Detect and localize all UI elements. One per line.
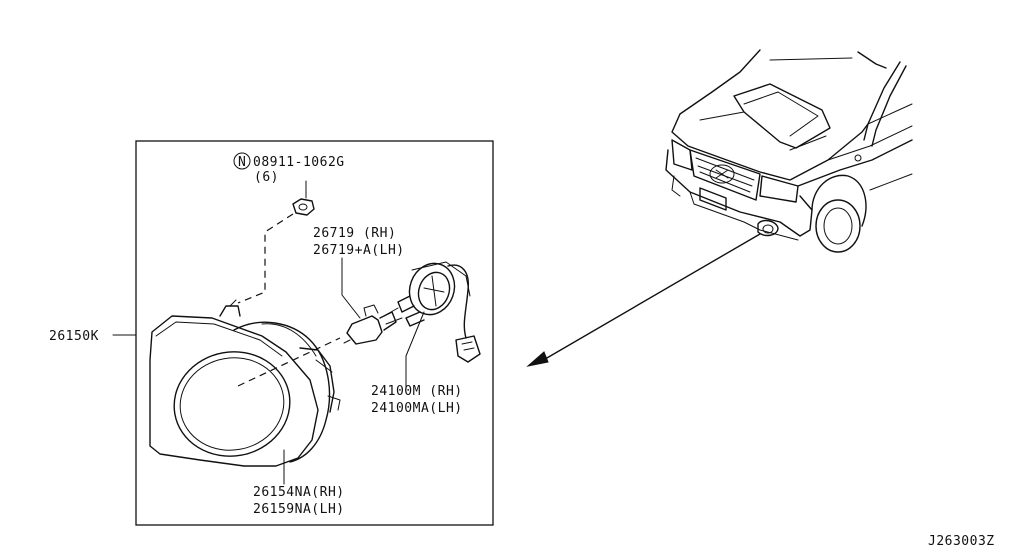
lamp-assembly-number: 26150K	[49, 329, 99, 344]
lens-rh-label: 26154NA(RH)	[253, 485, 345, 500]
parts-frame	[135, 140, 494, 526]
lamp-assembly-part[interactable]: 26150K	[49, 299, 341, 467]
screw-part-number: 08911-1062G	[253, 155, 345, 170]
diagram-code: J263003Z	[928, 534, 995, 549]
socket-lh-label: 24100MA(LH)	[371, 401, 463, 416]
n-marker-letter: N	[238, 155, 246, 170]
bulb-part[interactable]: 26719 (RH) 26719+A(LH)	[313, 226, 405, 345]
bulb-lh-label: 26719+A(LH)	[313, 243, 405, 258]
n-marker-icon	[233, 152, 251, 170]
screw-part[interactable]: N 08911-1062G (6)	[233, 152, 345, 304]
location-arrow	[526, 233, 761, 367]
screw-nut-icon	[292, 198, 315, 216]
screw-quantity: (6)	[254, 170, 279, 185]
lens-part[interactable]: 26154NA(RH) 26159NA(LH)	[253, 449, 345, 517]
vehicle-front-illustration	[665, 49, 913, 253]
bulb-rh-label: 26719 (RH)	[313, 226, 396, 241]
socket-part[interactable]: 24100M (RH) 24100MA(LH)	[371, 257, 481, 416]
lens-lh-label: 26159NA(LH)	[253, 502, 345, 517]
socket-rh-label: 24100M (RH)	[371, 384, 463, 399]
fog-lamp-icon	[149, 299, 341, 467]
bulb-icon	[343, 304, 403, 345]
